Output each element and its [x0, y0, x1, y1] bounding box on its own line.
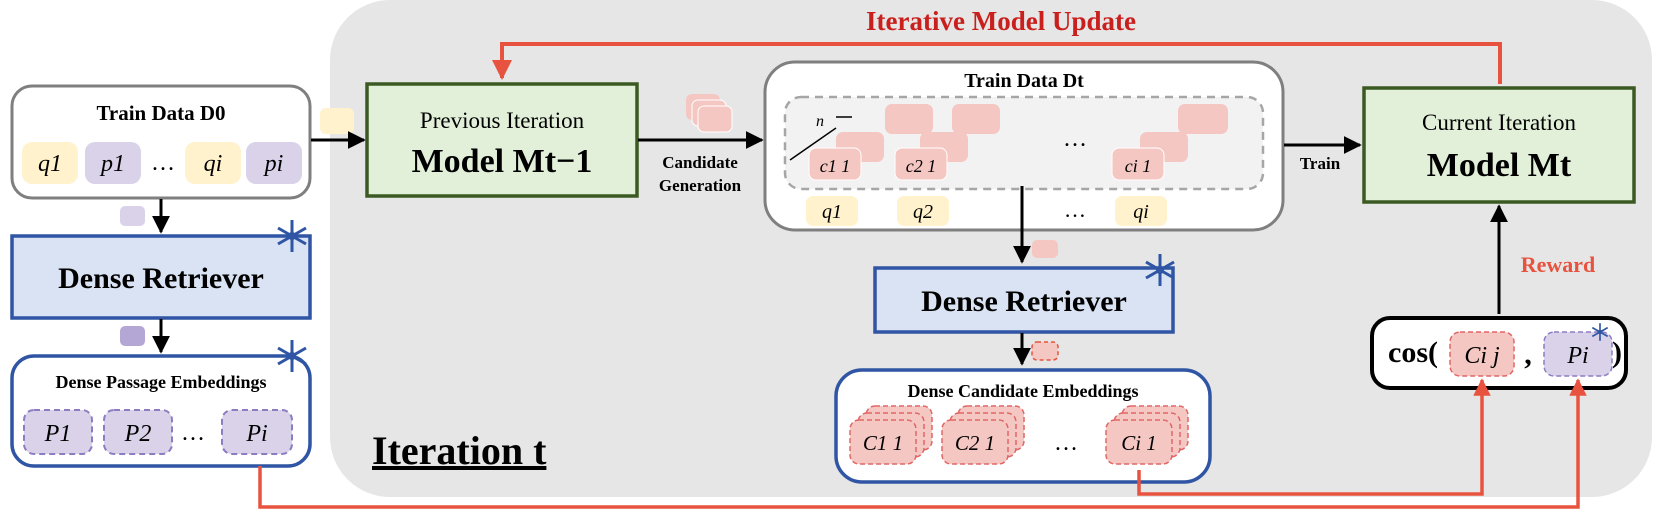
- passage-to-reward-line: [258, 378, 1587, 509]
- previous-model-line2: Model Mt−1: [412, 143, 593, 180]
- passage-pi-label: Pi: [245, 421, 267, 447]
- n-bracket: [789, 127, 837, 161]
- candidate-c11-label: c1 1: [820, 156, 851, 176]
- current-model-line1: Current Iteration: [1422, 110, 1576, 135]
- query-q1-label: q1: [822, 201, 842, 223]
- token-p1: [85, 142, 141, 184]
- train-data-dt-title: Train Data Dt: [964, 70, 1084, 92]
- train-data-d0-title: Train Data D0: [96, 101, 225, 125]
- candidate-embeddings-title: Dense Candidate Embeddings: [907, 381, 1138, 401]
- yellow-chip: [320, 108, 354, 134]
- candidate-generation-line2: Generation: [659, 176, 742, 195]
- pink-chip: [1032, 240, 1058, 258]
- train-label: Train: [1300, 154, 1341, 173]
- cand-emb-c11-label: C1 1: [863, 431, 903, 455]
- cand-emb-ci1-label: Ci 1: [1121, 431, 1157, 455]
- iteration-label: Iteration t: [372, 428, 547, 473]
- passage-p1-label: P1: [44, 421, 72, 447]
- queries-ellipsis: …: [1064, 197, 1086, 222]
- cos-arg1: Ci j: [1464, 343, 1500, 369]
- purple-chip: [120, 206, 145, 226]
- passage-embeddings-title: Dense Passage Embeddings: [55, 372, 266, 392]
- passage-p2: [103, 409, 173, 455]
- left-dense-retriever-label: Dense Retriever: [58, 262, 264, 295]
- cand-emb-stack-i: [1105, 405, 1189, 465]
- cand-emb-c21-label: C2 1: [955, 431, 995, 455]
- n-label: n: [816, 113, 824, 130]
- passage-p2-label: P2: [124, 421, 152, 447]
- candidate-cluster-1: [808, 104, 933, 181]
- cos-prefix: cos(: [1388, 336, 1438, 369]
- candidate-to-reward-line: [1137, 378, 1491, 496]
- cand-emb-ellipsis: …: [1054, 430, 1078, 456]
- cos-arg1-box: [1449, 331, 1515, 377]
- candidate-generation-line1: Candidate: [662, 153, 738, 172]
- candidate-cluster-2: [894, 104, 1000, 181]
- update-label: Iterative Model Update: [866, 6, 1136, 36]
- token-pi-label: pi: [263, 151, 284, 177]
- token-qi-label: qi: [204, 151, 223, 177]
- cand-emb-stack-1: [849, 405, 933, 465]
- pink-chip-dashed: [1031, 341, 1059, 361]
- candidate-cluster-i: [1111, 104, 1228, 181]
- cos-arg2-box: [1543, 331, 1613, 377]
- current-model-line2: Model Mt: [1427, 147, 1572, 184]
- query-q2-label: q2: [913, 201, 933, 223]
- passage-ellipsis: …: [181, 420, 205, 446]
- iteration-region: [330, 0, 1652, 497]
- candidates-ellipsis: …: [1063, 126, 1087, 152]
- middle-dense-retriever: [873, 266, 1175, 334]
- candidate-c21-label: c2 1: [906, 156, 937, 176]
- update-arrow: [492, 42, 1502, 84]
- passage-p1: [23, 409, 93, 455]
- reward-label: Reward: [1521, 252, 1596, 277]
- middle-dense-retriever-label: Dense Retriever: [921, 285, 1127, 318]
- token-q1-label: q1: [38, 151, 62, 177]
- purple-chip-2: [120, 326, 145, 346]
- previous-model-line1: Previous Iteration: [420, 108, 585, 133]
- token-ellipsis: …: [151, 150, 175, 176]
- token-q1: [22, 142, 78, 184]
- token-p1-label: p1: [99, 151, 125, 177]
- query-qi-label: qi: [1133, 201, 1149, 223]
- current-model-box: [1362, 86, 1636, 204]
- query-qi: [1115, 196, 1167, 226]
- left-dense-retriever: [10, 234, 312, 320]
- token-qi: [185, 142, 241, 184]
- previous-model-box: [365, 82, 639, 198]
- query-q2: [897, 196, 949, 226]
- cos-suffix: ): [1612, 336, 1622, 369]
- cos-arg2: Pi: [1566, 343, 1588, 369]
- passage-pi: [221, 409, 293, 455]
- query-q1: [806, 196, 858, 226]
- token-pi: [246, 142, 302, 184]
- cand-emb-stack-2: [941, 405, 1025, 465]
- candidate-ci1-label: ci 1: [1125, 156, 1152, 176]
- cos-comma: ,: [1524, 338, 1532, 371]
- pink-stack-front: [697, 105, 733, 133]
